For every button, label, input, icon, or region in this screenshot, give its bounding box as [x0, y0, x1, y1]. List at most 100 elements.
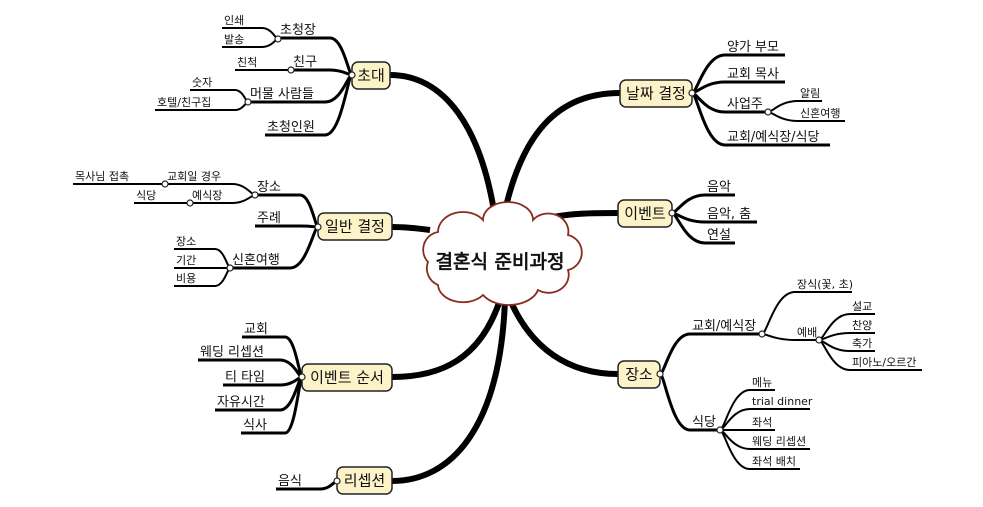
topic-label: 교회/예식장/식당 [727, 130, 820, 145]
topic-label: 메뉴 [752, 376, 772, 389]
topic-label: 예배 [797, 326, 817, 339]
topic-item[interactable]: 호텔/친구집 [155, 96, 249, 111]
topic-item[interactable]: 신혼여행 [767, 107, 845, 122]
main-topic-label: 일반 결정 [325, 218, 385, 236]
topic-item[interactable]: 신혼여행 [230, 225, 320, 270]
central-topic-title: 결혼식 준비과정 [436, 250, 565, 273]
branch-line [255, 224, 319, 229]
collapse-toggle-dot[interactable] [161, 180, 169, 188]
topic-label: 티 타임 [225, 370, 265, 385]
branch-line [291, 68, 353, 77]
branch-venue [505, 293, 619, 377]
topic-label: 식사 [243, 418, 267, 433]
main-topic-general[interactable]: 일반 결정 [317, 212, 393, 241]
main-topic-invite[interactable]: 초대 [351, 61, 391, 90]
topic-item[interactable]: 음식 [276, 474, 338, 491]
topic-item[interactable]: 교회/예식장 [658, 319, 762, 376]
collapse-toggle-dot[interactable] [314, 223, 322, 231]
topic-label: 피아노/오르간 [852, 356, 916, 369]
collapse-toggle-dot[interactable] [226, 264, 234, 272]
topic-label: 목사님 접촉 [75, 170, 129, 183]
topic-item[interactable]: 사업주 [691, 91, 768, 114]
topic-label: 비용 [176, 272, 196, 285]
main-topic-label: 이벤트 [624, 205, 666, 223]
main-topic-label: 이벤트 순서 [310, 369, 384, 387]
branch-date [499, 90, 621, 226]
topic-item[interactable]: 친척 [235, 56, 291, 71]
main-topic-order[interactable]: 이벤트 순서 [301, 363, 393, 392]
topic-item[interactable]: 주례 [255, 211, 319, 229]
collapse-toggle-dot[interactable] [758, 330, 766, 338]
collapse-toggle-dot[interactable] [298, 373, 306, 381]
collapse-toggle-dot[interactable] [186, 199, 194, 207]
topic-label: 좌석 배치 [752, 455, 796, 468]
topic-label: 사업주 [727, 97, 763, 112]
topic-item[interactable]: 비용 [174, 267, 231, 287]
collapse-toggle-dot[interactable] [333, 477, 341, 485]
topic-label: 장소 [176, 235, 196, 248]
topic-label: 신혼여행 [800, 107, 840, 120]
topic-item[interactable]: 기간 [174, 254, 230, 269]
topic-item[interactable]: 웨딩 리셉션 [719, 429, 810, 450]
topic-label: 예식장 [192, 189, 222, 202]
topic-item[interactable]: 예식장 [190, 189, 256, 204]
topic-item[interactable]: 초청인원 [265, 73, 354, 137]
topic-label: 식당 [692, 415, 716, 430]
topic-label: 음악 [707, 180, 731, 195]
collapse-toggle-dot[interactable] [348, 71, 356, 79]
topic-label: 교회/예식장 [692, 319, 756, 334]
main-topic-label: 초대 [357, 67, 385, 85]
topic-item[interactable]: 예배 [761, 326, 819, 341]
main-topic-event[interactable]: 이벤트 [617, 199, 673, 228]
collapse-toggle-dot[interactable] [764, 108, 772, 116]
topic-label: trial dinner [752, 395, 813, 408]
main-topic-venue[interactable]: 장소 [617, 360, 661, 389]
topic-item[interactable]: 식당 [658, 372, 720, 432]
topic-item[interactable]: 티 타임 [223, 370, 303, 387]
topic-label: 장식(꽃, 초) [797, 278, 853, 291]
connector-dots [161, 35, 823, 485]
collapse-toggle-dot[interactable] [668, 209, 676, 217]
topic-label: 찬양 [852, 318, 872, 332]
branch-line [691, 80, 785, 95]
collapse-toggle-dot[interactable] [287, 66, 295, 74]
topic-label: 머물 사람들 [250, 87, 314, 102]
topic-item[interactable]: 발송 [222, 33, 279, 48]
topic-label: 친구 [293, 55, 317, 70]
central-topic[interactable]: 결혼식 준비과정 [422, 201, 583, 306]
topic-item[interactable]: 축가 [818, 337, 875, 352]
collapse-toggle-dot[interactable] [251, 191, 259, 199]
main-topic-label: 리셉션 [344, 472, 385, 490]
topic-label: 신혼여행 [232, 252, 280, 268]
topic-label: 장소 [257, 180, 281, 195]
collapse-toggle-dot[interactable] [815, 336, 823, 344]
collapse-toggle-dot[interactable] [656, 370, 664, 378]
collapse-toggle-dot[interactable] [688, 89, 696, 97]
topic-label: 설교 [852, 300, 872, 313]
topic-item[interactable]: 목사님 접촉 [73, 170, 165, 185]
branch-reception [391, 299, 508, 484]
topic-label: 숫자 [192, 76, 212, 89]
collapse-toggle-dot[interactable] [716, 426, 724, 434]
topic-item[interactable]: 머물 사람들 [248, 73, 353, 104]
topic-label: 기간 [176, 254, 196, 267]
topic-label: 좌석 [752, 416, 772, 429]
topic-label: 축가 [852, 337, 872, 350]
topic-label: 연설 [707, 228, 731, 243]
topic-label: 식당 [136, 189, 156, 202]
main-topic-reception[interactable]: 리셉션 [336, 466, 393, 495]
topic-item[interactable]: 친구 [291, 55, 353, 77]
collapse-toggle-dot[interactable] [244, 98, 252, 106]
topic-label: 교회 [244, 322, 268, 337]
topic-label: 교회 목사 [727, 67, 779, 82]
topic-label: 음식 [278, 474, 302, 489]
topic-label: 웨딩 리셉션 [200, 345, 264, 360]
topic-item[interactable]: 음악, 춤 [671, 207, 757, 224]
topic-item[interactable]: 식당 [134, 189, 190, 204]
main-topic-date[interactable]: 날짜 결정 [619, 79, 693, 108]
topic-label: 주례 [257, 211, 281, 226]
cloud-shape [422, 201, 583, 306]
collapse-toggle-dot[interactable] [274, 35, 282, 43]
topic-label: 초청인원 [267, 120, 315, 135]
